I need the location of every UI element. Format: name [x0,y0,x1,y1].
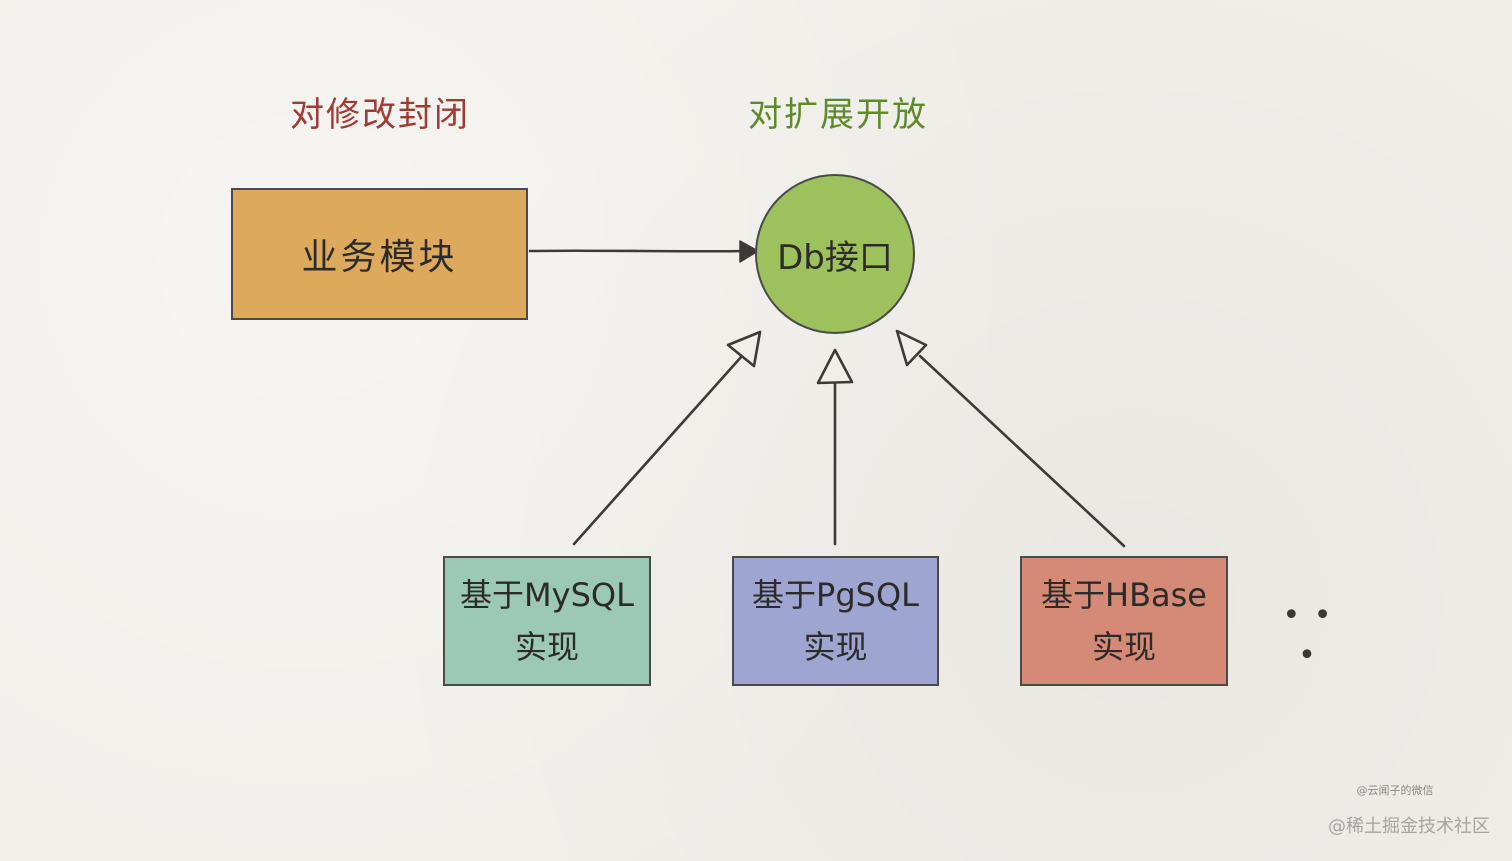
db-interface-node: Db接口 [755,174,915,334]
more-implementations-ellipsis: • • • [1282,598,1334,673]
mysql-impl-node: 基于MySQL 实现 [443,556,651,686]
hbase-impl-label-line1: 基于HBase [1041,576,1207,614]
business-module-label: 业务模块 [301,237,458,278]
db-interface-label: Db接口 [777,237,893,278]
business-module-node: 业务模块 [231,188,528,320]
edge-business-to-db [528,240,759,263]
mysql-impl-label-line2: 实现 [514,628,579,666]
mysql-impl-label-line1: 基于MySQL [460,576,634,614]
platform-watermark: @稀土掘金技术社区 [1328,816,1490,837]
pgsql-impl-label-line1: 基于PgSQL [752,576,919,614]
pgsql-impl-node: 基于PgSQL 实现 [732,556,939,686]
heading-closed-for-modification: 对修改封闭 [290,95,470,135]
hbase-impl-label-line2: 实现 [1091,628,1156,666]
hbase-impl-node: 基于HBase 实现 [1020,556,1228,686]
author-signature: @云闻子的微信 [1356,784,1434,797]
edge-pgsql-to-db [816,348,854,546]
edge-hbase-to-db [895,329,1126,548]
pgsql-impl-label-line2: 实现 [803,628,868,666]
heading-open-for-extension: 对扩展开放 [748,95,928,135]
edge-mysql-to-db [572,330,762,546]
